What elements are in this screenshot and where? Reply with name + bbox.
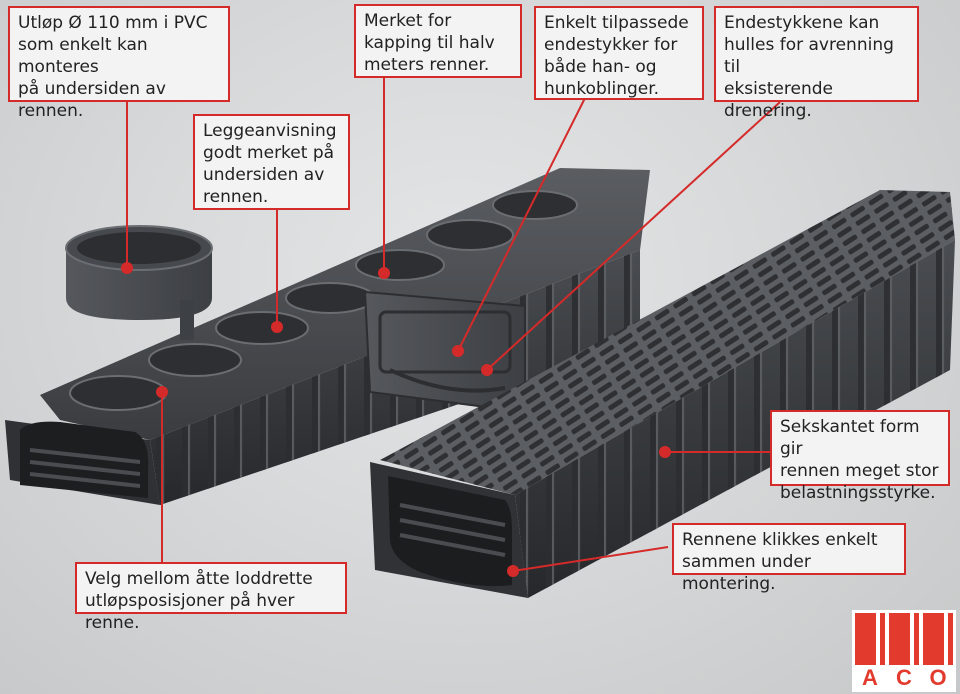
- callout-hexagonal: Sekskantet form gir rennen meget stor be…: [770, 410, 950, 503]
- callout-end-pieces: Enkelt tilpassede endestykker for både h…: [534, 6, 704, 100]
- callout-laying-guide: Leggeanvisning godt merket på undersiden…: [193, 114, 350, 210]
- callout-dots: [121, 262, 671, 577]
- right-channel: [370, 190, 955, 598]
- leader-lines: [126, 78, 781, 572]
- callout-click-together: Rennene klikkes enkelt sammen under mont…: [672, 523, 906, 594]
- end-piece: [363, 290, 526, 414]
- callout-end-drill: Endestykkene kan hulles for avrenning ti…: [714, 6, 919, 121]
- callout-outlet: Utløp Ø 110 mm i PVC som enkelt kan mont…: [8, 6, 230, 121]
- pvc-outlet: [65, 225, 213, 340]
- callout-outlet-positions: Velg mellom åtte loddrette utløpsposisjo…: [75, 562, 347, 633]
- logo-letter-o: O: [929, 665, 946, 690]
- logo-letter-a: A: [862, 665, 878, 690]
- aco-logo: A C O: [852, 610, 956, 692]
- callout-marked-cut: Merket for kapping til halv meters renne…: [354, 4, 522, 78]
- logo-letter-c: C: [896, 665, 912, 690]
